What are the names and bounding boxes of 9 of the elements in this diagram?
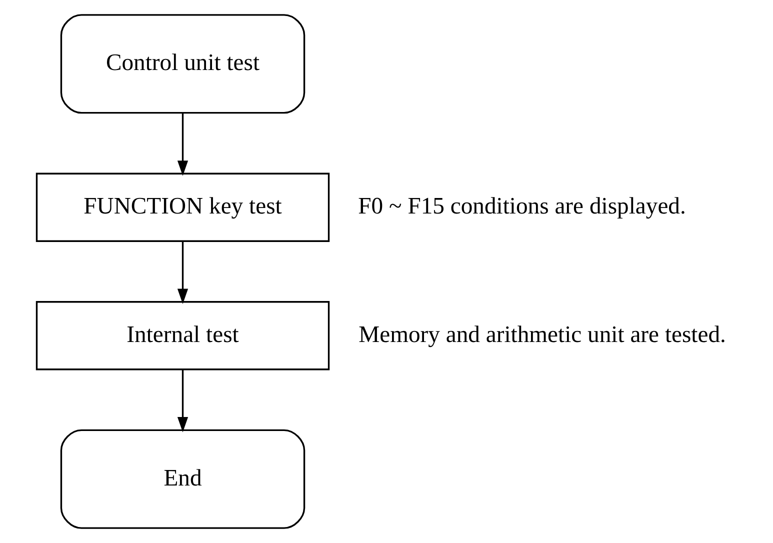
node-label: Memory and arithmetic unit are tested.: [358, 322, 726, 348]
arrow: [176, 370, 188, 432]
node-box: End: [60, 429, 305, 529]
arrow: [176, 113, 188, 176]
node-label: F0 ~ F15 conditions are displayed.: [358, 194, 686, 220]
node-box: Control unit test: [60, 14, 305, 114]
node-box: FUNCTION key test: [35, 172, 330, 242]
node-box: Internal test: [35, 301, 330, 370]
arrow: [176, 241, 188, 304]
